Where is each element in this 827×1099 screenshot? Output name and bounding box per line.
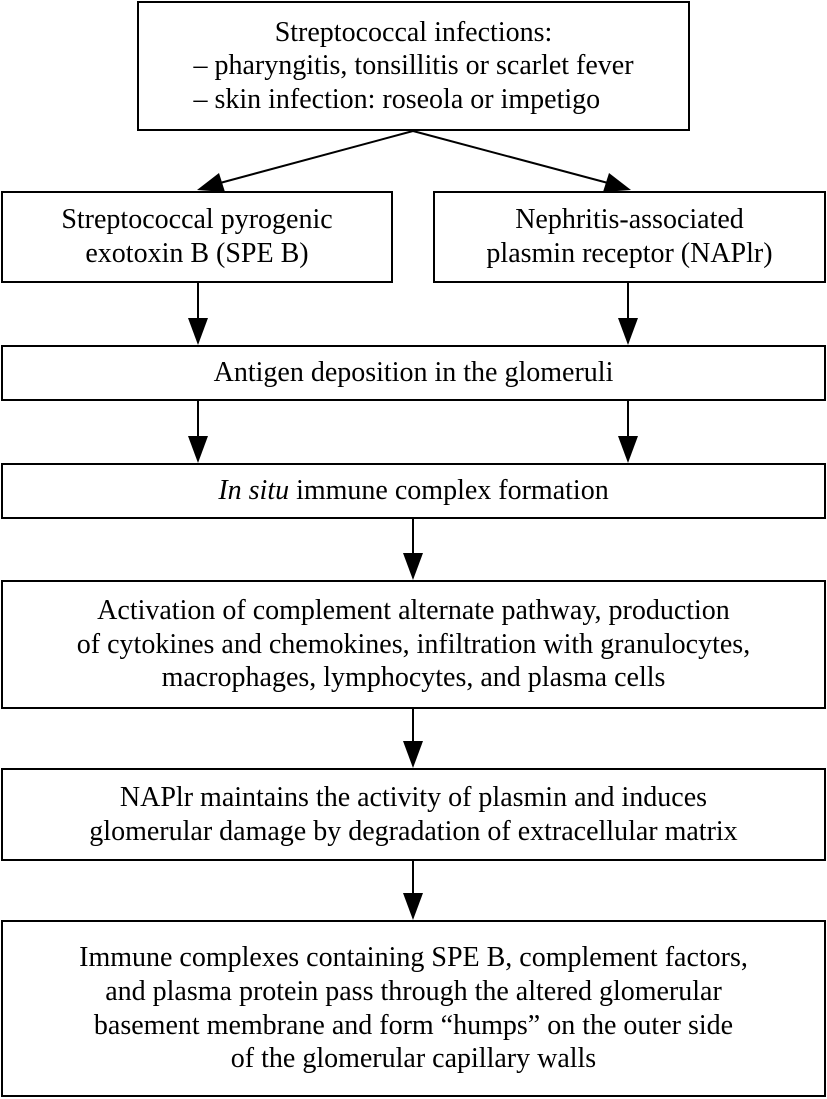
immune-complex-rest: immune complex formation: [289, 475, 609, 507]
arrow-deposition-to-immune-complex-left: [188, 401, 208, 463]
plasmin-box: NAPlr maintains the activity of plasmin …: [1, 768, 826, 861]
infections-line-2: – skin infection: roseola or impetigo: [193, 83, 601, 115]
arrow-activation-to-plasmin: [403, 709, 423, 768]
speb-line-1: Streptococcal pyrogenic: [61, 204, 333, 236]
infections-title: Streptococcal infections:: [274, 16, 553, 48]
speb-line-2: exotoxin B (SPE B): [85, 238, 309, 269]
infections-box: Streptococcal infections: – pharyngitis,…: [137, 1, 690, 131]
deposition-text: Antigen deposition in the glomeruli: [213, 357, 614, 389]
humps-box: Immune complexes containing SPE B, compl…: [1, 920, 826, 1097]
activation-line-1: Activation of complement alternate pathw…: [97, 595, 730, 627]
activation-line-2: of cytokines and chemokines, infiltratio…: [76, 628, 751, 660]
plasmin-line-2: glomerular damage by degradation of extr…: [89, 815, 738, 847]
arrow-deposition-to-immune-complex-right: [618, 401, 638, 463]
naplr-box: Nephritis-associated plasmin receptor (N…: [433, 191, 826, 283]
deposition-box: Antigen deposition in the glomeruli: [1, 345, 826, 401]
naplr-line-2: plasmin receptor (NAPlr): [486, 238, 773, 269]
arrow-immune-complex-to-activation: [403, 519, 423, 580]
arrow-infections-to-naplr: [412, 130, 631, 192]
arrow-speb-to-deposition: [188, 283, 208, 345]
activation-box: Activation of complement alternate pathw…: [1, 580, 826, 709]
immune-complex-italic: In situ: [218, 475, 290, 507]
plasmin-line-1: NAPlr maintains the activity of plasmin …: [119, 781, 708, 813]
immune-complex-box: In situ immune complex formation: [1, 463, 826, 519]
immune-complex-text: In situ immune complex formation: [218, 474, 608, 508]
arrow-infections-to-speb: [197, 130, 414, 192]
arrow-naplr-to-deposition: [618, 283, 638, 345]
infections-line-1: – pharyngitis, tonsillitis or scarlet fe…: [193, 50, 634, 82]
humps-line-1: Immune complexes containing SPE B, compl…: [79, 942, 748, 974]
speb-box: Streptococcal pyrogenic exotoxin B (SPE …: [1, 191, 393, 283]
naplr-line-1: Nephritis-associated: [515, 204, 744, 236]
humps-line-4: of the glomerular capillary walls: [230, 1043, 597, 1075]
humps-line-3: basement membrane and form “humps” on th…: [93, 1009, 734, 1041]
humps-line-2: and plasma protein pass through the alte…: [105, 975, 722, 1007]
activation-line-3: macrophages, lymphocytes, and plasma cel…: [161, 662, 666, 694]
arrow-plasmin-to-humps: [403, 861, 423, 920]
